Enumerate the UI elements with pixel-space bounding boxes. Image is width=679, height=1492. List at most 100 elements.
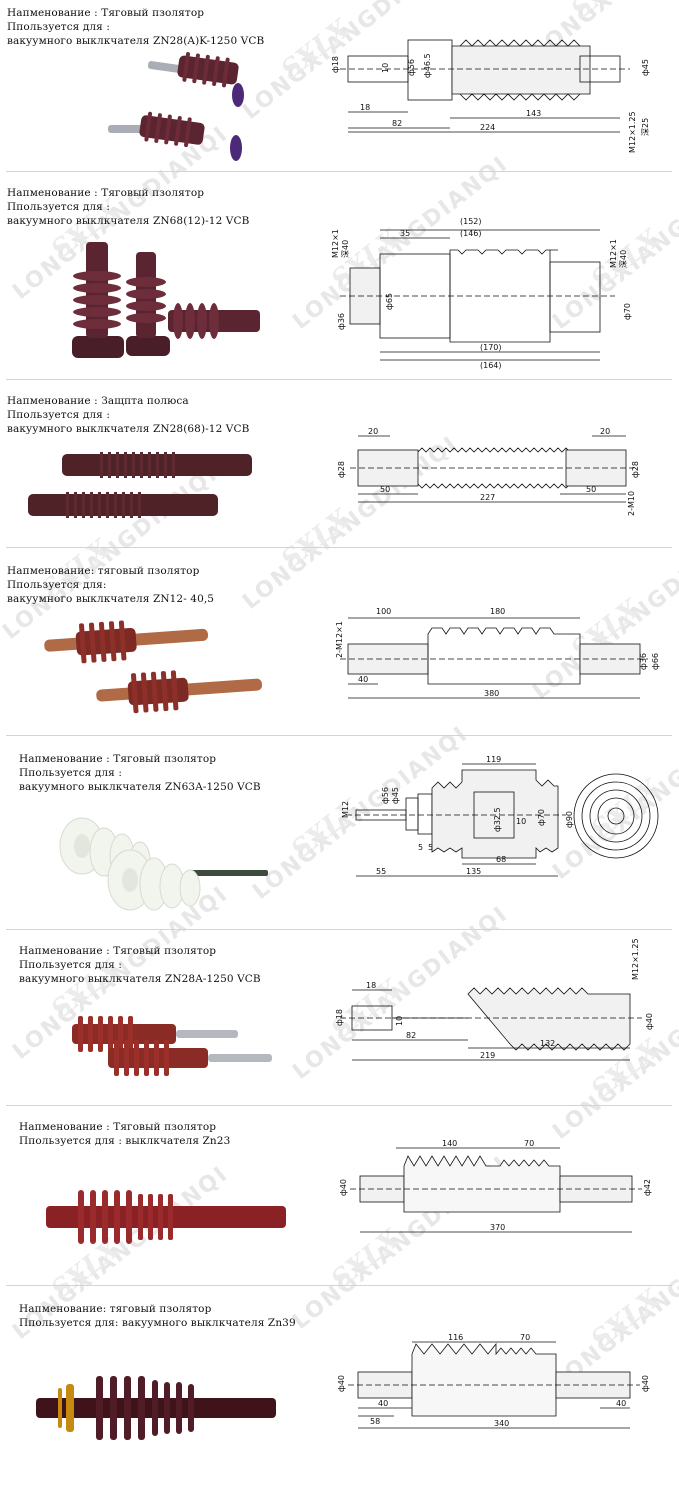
caption-line: вакуумного выклкчателя ZN63A-1250 VCB <box>19 781 261 793</box>
caption-line: Ппользуется для : <box>19 959 122 971</box>
dim-label: ф90 <box>565 811 574 828</box>
dim-label: 深40 <box>341 240 350 258</box>
dim-label: (164) <box>480 361 502 370</box>
dim-label: M12 <box>341 801 350 818</box>
dim-label: ф56 <box>381 787 390 804</box>
caption-line: Напменование : Тяговый пзолятор <box>7 7 205 19</box>
product-caption: Напменование : Тяговый пзолятор Ппользуе… <box>19 1120 230 1148</box>
dim-label: 40 <box>358 675 368 684</box>
dim-label: 50 <box>380 485 390 494</box>
dim-label: 2-M10 <box>627 491 636 516</box>
dim-label: 370 <box>490 1223 505 1232</box>
caption-line: Ппользуется для : <box>19 767 122 779</box>
dim-label: 70 <box>520 1333 530 1342</box>
technical-drawing: 100 180 2-M12×1 40 380 ф36 ф66 <box>335 607 660 699</box>
divider <box>6 1285 672 1286</box>
product-caption: Напменование : Тяговый пзолятор Ппользуе… <box>7 6 264 48</box>
dim-label: ф45 <box>641 59 650 76</box>
product-section-8: Напменование: тяговый пзолятор Ппользует… <box>0 1294 679 1490</box>
dim-label: 40 <box>378 1399 388 1408</box>
dim-label: ф40 <box>645 1013 654 1030</box>
divider <box>6 171 672 172</box>
product-photo <box>108 52 244 161</box>
product-photo <box>36 1376 276 1440</box>
dim-label: ф36 <box>337 313 346 330</box>
divider <box>6 929 672 930</box>
caption-line: Ппользуется для : <box>7 21 110 33</box>
dim-label: 深25 <box>641 118 650 136</box>
dim-label: 140 <box>442 1139 457 1148</box>
dim-label: 10 <box>395 1016 404 1026</box>
product-photo <box>72 1016 272 1076</box>
caption-line: Напменование : Тяговый пзолятор <box>19 1121 217 1133</box>
caption-line: вакуумного выклкчателя ZN68(12)-12 VCB <box>7 215 250 227</box>
dim-label: 135 <box>466 867 481 876</box>
product-photo <box>28 452 252 518</box>
technical-drawing: 18 ф18 10 82 132 219 M12×1.25 ф40 <box>335 938 654 1061</box>
dim-label: 68 <box>496 855 506 864</box>
caption-line: вакуумного выклкчателя ZN28A-1250 VCB <box>19 973 261 985</box>
product-caption: Напменование: тяговый пзолятор Ппользует… <box>19 1302 296 1330</box>
dim-label: ф40 <box>339 1179 348 1196</box>
dim-label: ф66 <box>651 653 660 670</box>
product-section-5: Напменование : Тяговый пзолятор Ппользуе… <box>0 744 679 930</box>
caption-line: вакуумного выклкчателя ZN28(68)-12 VCB <box>7 423 250 435</box>
dim-label: 5 <box>418 843 423 852</box>
dim-label: (146) <box>460 229 482 238</box>
product-caption: Напменование : Тяговый пзолятор Ппользуе… <box>19 944 261 986</box>
dim-label: ф36 <box>639 653 648 670</box>
dim-label: ф40 <box>337 1375 346 1392</box>
divider <box>6 1105 672 1106</box>
dim-label: 10 <box>516 817 526 826</box>
technical-drawing: ф18 10 ф56 ф46.5 18 82 143 224 ф45 M12×1… <box>331 39 650 153</box>
dim-label: 深40 <box>619 250 628 268</box>
caption-line: Ппользуется для: вакуумного выклкчателя … <box>19 1317 296 1329</box>
product-photo <box>46 1190 286 1244</box>
dim-label: 35 <box>400 229 410 238</box>
product-section-3: Напменование : Защпта полюса Ппользуется… <box>0 388 679 548</box>
dim-label: (170) <box>480 343 502 352</box>
dim-label: ф32.5 <box>493 807 502 832</box>
product-photo <box>44 620 263 714</box>
product-section-2: Напменование : Тяговый пзолятор Ппользуе… <box>0 180 679 380</box>
dim-label: 10 <box>381 63 390 73</box>
product-section-4: Напменование: тяговый пзолятор Ппользует… <box>0 556 679 736</box>
technical-drawing: 140 70 ф40 370 ф42 <box>339 1139 652 1233</box>
product-caption: Напменование : Тяговый пзолятор Ппользуе… <box>19 752 261 794</box>
dim-label: 227 <box>480 493 495 502</box>
dim-label: 119 <box>486 755 501 764</box>
dim-label: 20 <box>600 427 610 436</box>
dim-label: ф70 <box>623 303 632 320</box>
product-caption: Напменование: тяговый пзолятор Ппользует… <box>7 564 214 606</box>
dim-label: (152) <box>460 217 482 226</box>
caption-line: Напменование : Тяговый пзолятор <box>7 187 205 199</box>
dim-label: M12×1 <box>609 239 618 268</box>
dim-label: 219 <box>480 1051 495 1060</box>
dim-label: 5 <box>428 843 433 852</box>
product-section-7: Напменование : Тяговый пзолятор Ппользуе… <box>0 1114 679 1286</box>
dim-label: 2-M12×1 <box>335 621 344 658</box>
dim-label: ф40 <box>641 1375 650 1392</box>
dim-label: 50 <box>586 485 596 494</box>
divider <box>6 735 672 736</box>
dim-label: 340 <box>494 1419 509 1428</box>
caption-line: вакуумного выклкчателя ZN28(A)K-1250 VCB <box>7 35 265 47</box>
dim-label: ф42 <box>643 1179 652 1196</box>
dim-label: 18 <box>366 981 376 990</box>
dim-label: 55 <box>376 867 386 876</box>
dim-label: ф46.5 <box>423 53 432 78</box>
product-photo <box>72 242 260 358</box>
insulator-photo-a <box>108 52 244 161</box>
dim-label: ф65 <box>385 293 394 310</box>
dim-label: M12×1 <box>331 229 340 258</box>
dim-label: 82 <box>392 119 402 128</box>
caption-line: Напменование: тяговый пзолятор <box>7 565 200 577</box>
technical-drawing: 119 M12 ф56 ф45 ф32.5 10 ф70 ф90 5 5 68 … <box>341 755 659 877</box>
caption-line: Ппользуется для : <box>7 409 110 421</box>
caption-line: Напменование: тяговый пзолятор <box>19 1303 212 1315</box>
caption-line: Ппользуется для: <box>7 579 107 591</box>
caption-line: Напменование : Тяговый пзолятор <box>19 753 217 765</box>
dim-label: M12×1.25 <box>628 111 637 153</box>
technical-drawing: (152) (146) 35 M12×1 深40 ф36 ф65 (170) (… <box>331 217 632 370</box>
